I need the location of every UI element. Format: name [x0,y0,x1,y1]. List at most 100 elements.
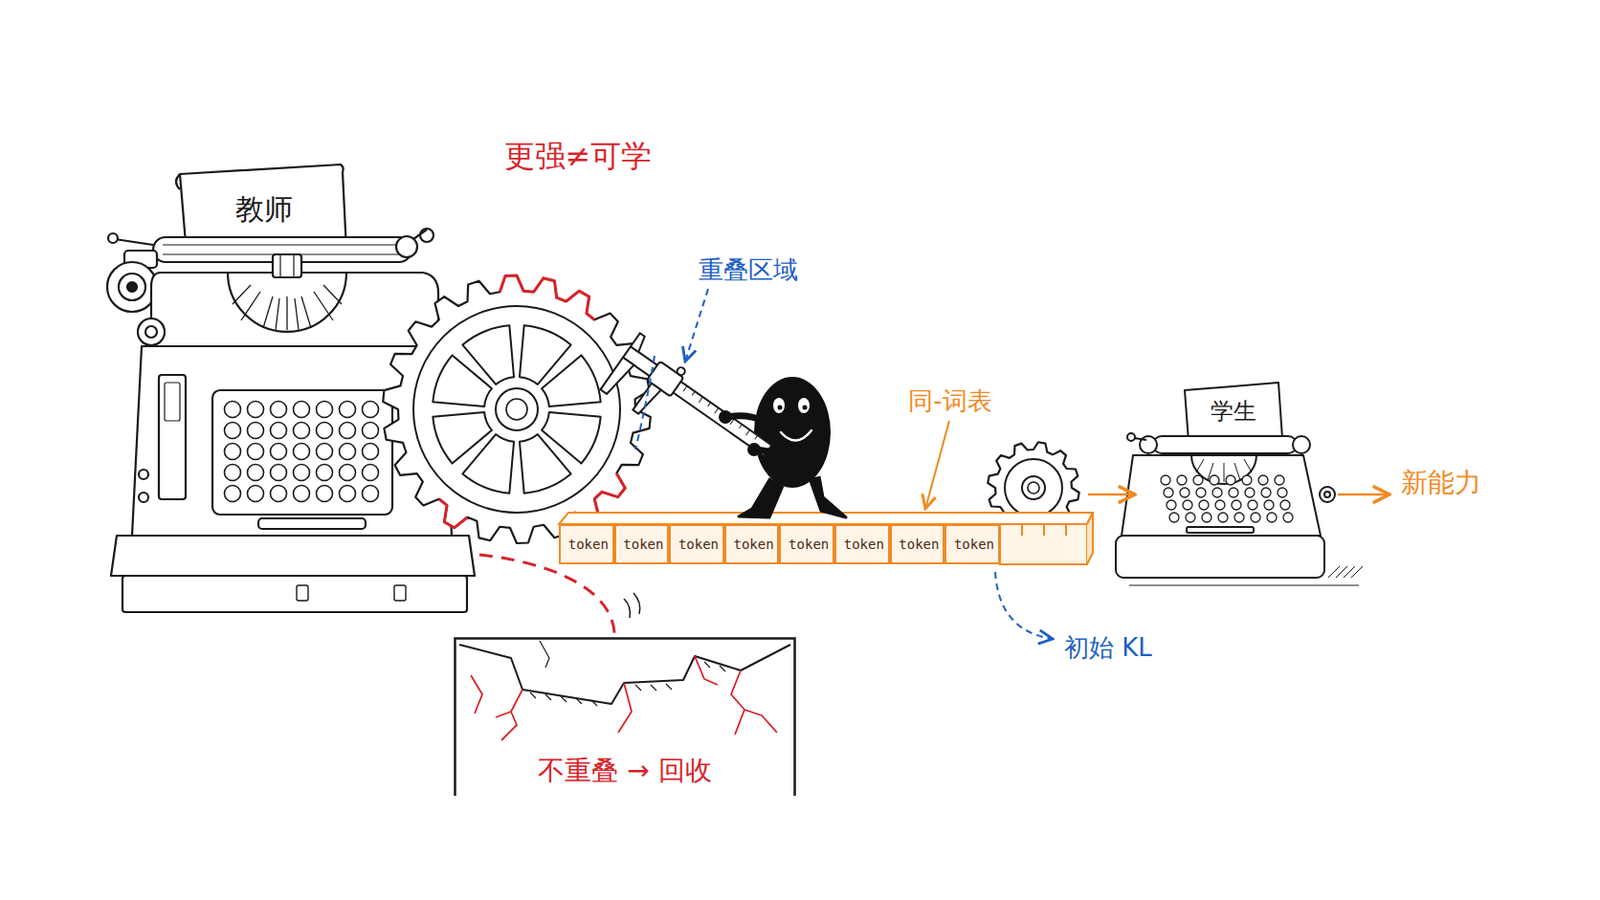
sketch-rect [122,576,467,613]
key [1274,475,1285,486]
gear-hole [541,355,601,407]
key [1264,500,1274,511]
sketch-line [232,285,251,305]
key [316,465,334,482]
sketch-rect [622,346,772,457]
sketch-line [738,424,742,429]
figure [738,377,846,518]
token-label: token [954,536,995,553]
key [1247,500,1258,511]
sketch-path [1191,455,1257,485]
sketch-line [691,391,695,396]
token-cell: token [724,524,780,565]
sketch-rect [394,585,406,601]
token-label: token [844,536,885,553]
sketch-line [1351,566,1363,578]
sketch-line [313,291,334,321]
token-cell: token [558,524,615,565]
sketch-circle [1324,491,1331,498]
key [339,444,356,461]
sketch-circle [118,273,146,301]
sketch-path [176,174,180,190]
key [339,486,356,503]
sketch-rect [164,382,180,422]
key [247,444,265,461]
gear [382,275,651,544]
sketch-g [224,401,379,503]
sketch-path [630,333,648,353]
sketch-line [292,254,294,278]
key [1169,512,1179,523]
typewriter-box: 学生 [1110,380,1333,584]
sketch-line [162,244,402,246]
annotation-label: 重叠区域 [698,256,799,286]
key [1177,475,1187,486]
sketch-path [633,593,641,615]
bin-label: 不重叠 → 回收 [537,755,712,787]
sketch-ellipse [798,398,810,414]
key [247,465,265,482]
sketch-ellipse [754,377,831,489]
annotation-label: 新能力 [1400,467,1482,499]
sketch-rect [158,375,186,500]
key [1277,488,1288,498]
sketch-line [1223,463,1225,483]
kl-leader [995,572,1053,640]
gear-red-teeth [594,473,625,500]
figure-arms [727,416,822,453]
sketch-line [294,298,299,331]
sketch-rect [296,585,309,601]
gear-teeth [382,275,651,544]
token-bar [558,512,1093,565]
key [316,444,334,461]
key [270,422,288,440]
sketch-line [286,296,288,331]
sketch-rect [1115,535,1325,578]
key [247,422,265,440]
paper-label: 学生 [1210,399,1257,426]
sketch-circle [107,262,157,312]
key [1225,475,1236,486]
key [1258,475,1268,486]
key [1244,488,1255,498]
bin-shape [455,639,796,798]
key [247,486,265,503]
sketch-line [1133,438,1147,441]
gear-hole [432,412,492,465]
sketch-path [558,512,1093,525]
gear-red-teeth [566,290,596,320]
key [1250,512,1261,523]
sketch-path [1184,382,1283,442]
gear-axle [506,399,528,421]
key [270,486,288,503]
key [293,401,311,419]
key [1182,500,1193,511]
token-cell: token [778,524,835,565]
key [316,486,334,503]
key [224,422,242,440]
gear-rim [1004,459,1063,517]
sketch-line [114,239,154,245]
token-cell: token [614,524,670,565]
sketch-path [151,272,439,347]
sketch-circle [802,405,808,411]
key [293,444,311,461]
sketch-circle [145,326,157,338]
key [316,401,334,419]
sketch-g [1129,566,1363,586]
recycle-bin: 不重叠 → 回收 [453,637,797,797]
overlap-leader [685,288,709,362]
sketch-rect [272,254,302,278]
gear-rim [413,306,621,513]
key [362,422,379,440]
key [1280,500,1290,511]
key [1261,488,1271,498]
token-label: token [622,536,664,553]
sketch-circle [127,282,137,292]
sketch-path [727,416,764,422]
bin-cracks [470,656,778,741]
gear-group [382,275,1080,544]
key [1193,475,1203,486]
key [293,486,311,503]
